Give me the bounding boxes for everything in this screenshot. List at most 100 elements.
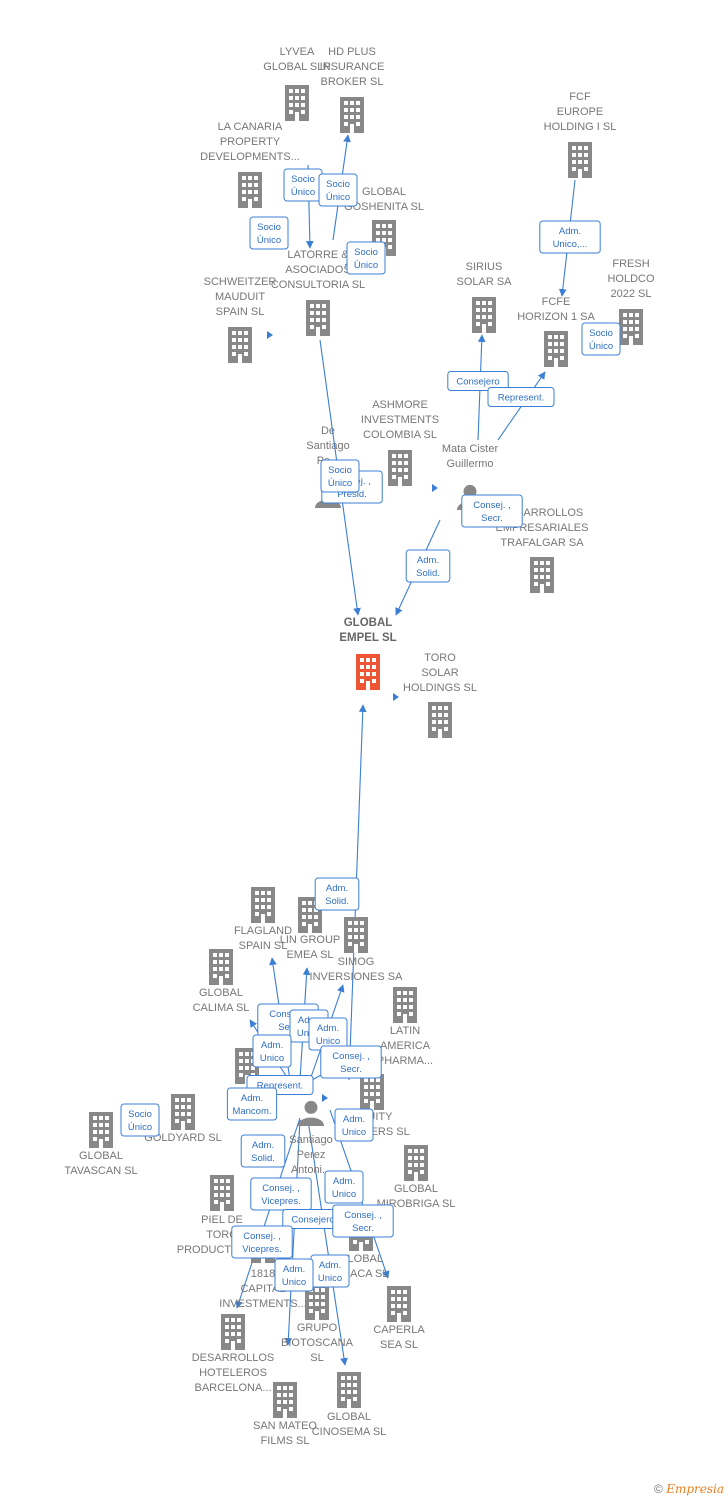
node-label-line: PIEL DE	[201, 1214, 243, 1226]
edge-label[interactable]: Adm.Solid.	[405, 549, 451, 583]
node-label-line: CAPITAL	[240, 1283, 285, 1295]
building-icon	[387, 1286, 411, 1322]
edge-label[interactable]: Adm.Solid.	[240, 1134, 286, 1168]
node-label-line: SPAIN SL	[216, 306, 265, 318]
edge-label-line: Unico	[332, 1189, 356, 1200]
building-icon	[251, 887, 275, 923]
node-label-line: EMEA SL	[286, 949, 333, 961]
edge-label-line: Secr.	[340, 1064, 362, 1075]
edge-label-line: Secr.	[481, 513, 503, 524]
edge-label-text: Consej. ,Se...	[269, 1009, 307, 1033]
edge-label[interactable]: Adm.Unico	[252, 1034, 292, 1068]
node-label-line: LATORRE &	[287, 249, 349, 261]
relation-edge	[307, 1119, 348, 1366]
edge-label-text: Adm.Unico	[318, 1260, 342, 1284]
node-label-line: LYVEA	[280, 46, 315, 58]
edge-label[interactable]: Adm.Unico	[334, 1108, 374, 1142]
edge-label-text: Consej. ,Vicepres.	[261, 1183, 300, 1207]
edge-label-line: Socio	[128, 1109, 152, 1120]
node-label-line: Santiago	[306, 440, 349, 452]
building-icon	[360, 1074, 384, 1110]
node-label-line: Perez	[297, 1149, 326, 1161]
edge-label-line: Único	[328, 478, 352, 489]
node-goldyard[interactable]: GOLDYARD SL	[144, 1094, 222, 1144]
edge-label[interactable]: Adm.Unico,...	[539, 220, 601, 254]
edge-label-line: Adm.	[283, 1264, 305, 1275]
edge-label[interactable]: Adm.Mancom.	[226, 1087, 278, 1121]
edge-label[interactable]: Adm.Unico	[308, 1017, 348, 1051]
edge-label-line: Socio	[326, 179, 350, 190]
brand-logo[interactable]: Empresia	[666, 1482, 724, 1496]
node-label-line: LATIN	[390, 1025, 420, 1037]
building-icon	[228, 327, 252, 363]
edge-label[interactable]: Adm.Unico	[324, 1170, 364, 1204]
edge-label-text: Represent.	[498, 393, 544, 404]
edge-label[interactable]: Adm.Unico	[310, 1254, 350, 1288]
node-label-line: GLOBAL	[362, 186, 406, 198]
edge-label[interactable]: Consej. ,Secr.	[332, 1204, 394, 1238]
edge-label[interactable]: Consej. ,Vicepres.	[250, 1177, 312, 1211]
edge-label-box	[226, 1087, 278, 1121]
edge-label[interactable]: Consej. ,Vicepres.	[231, 1225, 293, 1259]
building-icon	[238, 172, 262, 208]
edge-label-text: Consejero	[456, 377, 499, 388]
edge-label-text: Adm.Unico,...	[553, 226, 588, 250]
edge-label[interactable]: Consejero	[447, 371, 509, 391]
edge-label-text: Adm.Solid.	[251, 1140, 275, 1164]
edge-label-line: Solid.	[251, 1153, 275, 1164]
edge-label[interactable]: Consej. ,Secr.	[320, 1045, 382, 1079]
node-label-line: SIMOG	[338, 956, 375, 968]
edge-label[interactable]: Adm.Unico	[274, 1258, 314, 1292]
edge-label[interactable]: Represent.	[487, 387, 555, 407]
edge-label[interactable]: Consej. ,Secr.	[461, 494, 523, 528]
node-label-line: TAVASCAN SL	[64, 1165, 137, 1177]
edge-label-text: Adm.Solid.	[325, 883, 349, 907]
node-label-line: FLAGLAND	[234, 925, 292, 937]
edge-label-line: Se...	[278, 1022, 298, 1033]
edge-label[interactable]: Adm.Solid.	[314, 877, 360, 911]
edge-label-line: Adm.	[343, 1114, 365, 1125]
